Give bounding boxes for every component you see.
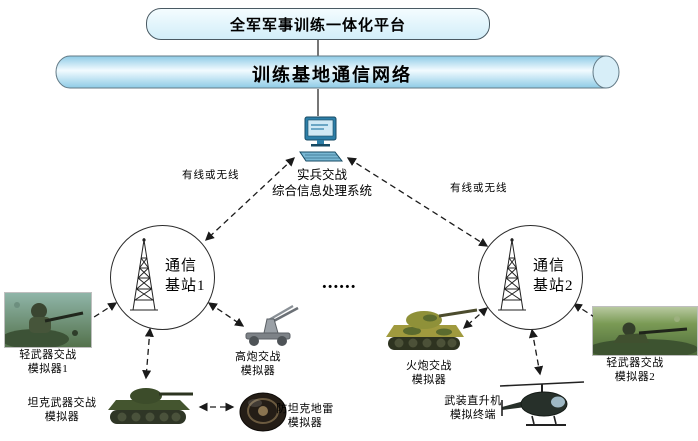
tank-image [108, 388, 193, 424]
link-label-right: 有线或无线 [450, 183, 508, 194]
station2-label-line1: 通信 [533, 258, 566, 274]
label-line: 模拟器 [411, 374, 447, 387]
processor-label-line1: 实兵交战 [296, 168, 347, 182]
label-line: 模拟器2 [614, 371, 656, 384]
mine-image [239, 392, 287, 432]
label-line: 模拟器1 [27, 363, 69, 376]
soldier2-simulator-label: 轻武器交战 模拟器2 [600, 356, 670, 384]
link-computer-station2 [346, 157, 489, 247]
station1-label-line2: 基站1 [165, 278, 206, 295]
link-label-left: 有线或无线 [182, 170, 240, 181]
label-line: 轻武器交战 [19, 349, 77, 361]
platform-title: 全军军事训练一体化平台 [229, 17, 406, 34]
link-station1-tank [142, 327, 154, 380]
network-title: 训练基地通信网络 [252, 65, 412, 85]
station1-label-line1: 通信 [165, 258, 198, 274]
link-station2-artillery [462, 307, 489, 329]
radio-tower-icon [498, 238, 526, 311]
artillery-simulator-label: 火炮交战 模拟器 [398, 359, 460, 387]
soldier1-image [4, 292, 92, 348]
platform-title-box: 全军军事训练一体化平台 [146, 8, 490, 40]
ellipsis-dots: ...... [322, 272, 357, 293]
aa-gun-image [245, 305, 299, 346]
helicopter-image [499, 381, 585, 426]
link-computer-station1 [205, 157, 295, 241]
tank-simulator-label: 坦克武器交战 模拟器 [18, 396, 106, 424]
processor-label-line2: 综合信息处理系统 [271, 184, 372, 199]
artillery-image [386, 308, 478, 350]
station2-label: 通信 基站2 [533, 256, 579, 297]
label-line: 武装直升机 [444, 395, 502, 407]
label-line: 模拟器 [44, 411, 80, 424]
station2-label-line2: 基站2 [533, 278, 574, 295]
station1-label: 通信 基站1 [165, 256, 211, 297]
label-line: 坦克武器交战 [27, 397, 97, 409]
link-station1-aagun [207, 302, 245, 327]
label-line: 防坦克地雷 [276, 403, 334, 415]
radio-tower-icon [130, 238, 158, 311]
processor-label: 实兵交战 综合信息处理系统 [246, 167, 398, 200]
base-station-2: 通信 基站2 [478, 225, 583, 330]
label-line: 高炮交战 [235, 351, 281, 363]
helicopter-terminal-label: 武装直升机 模拟终端 [440, 394, 506, 422]
mine-simulator-label: 防坦克地雷 模拟器 [272, 402, 338, 430]
label-line: 模拟器 [287, 417, 323, 430]
link-station2-helicopter [528, 328, 544, 376]
label-line: 火炮交战 [406, 360, 452, 372]
computer-icon [299, 116, 344, 162]
soldier2-image [592, 306, 698, 356]
label-line: 轻武器交战 [606, 357, 664, 369]
base-station-1: 通信 基站1 [110, 225, 215, 330]
network-cylinder [55, 55, 620, 89]
soldier1-simulator-label: 轻武器交战 模拟器1 [6, 348, 90, 376]
label-line: 模拟终端 [450, 409, 496, 422]
label-line: 模拟器 [240, 365, 276, 378]
aa-gun-simulator-label: 高炮交战 模拟器 [226, 350, 290, 378]
